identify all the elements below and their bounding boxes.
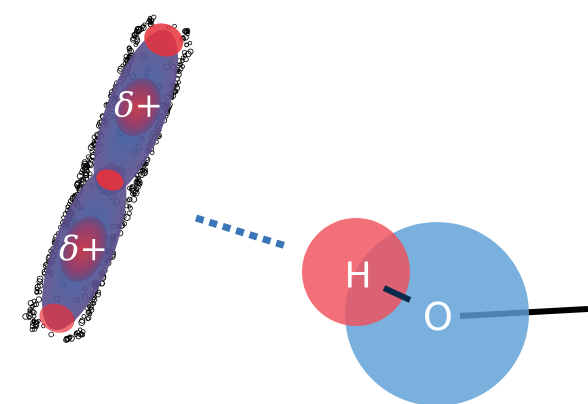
- mesh-ring: [132, 189, 138, 195]
- mesh-ring: [185, 31, 190, 37]
- mesh-ring: [79, 181, 85, 187]
- mesh-ring: [184, 42, 189, 48]
- upper-red-lobe-top: [144, 23, 184, 57]
- mesh-ring: [85, 316, 91, 322]
- donor-molecule: δ+ δ+: [22, 14, 194, 343]
- mesh-ring: [133, 31, 140, 37]
- mesh-ring: [29, 326, 35, 333]
- mesh-ring: [82, 166, 90, 174]
- mesh-ring: [29, 308, 36, 315]
- mesh-ring: [187, 41, 193, 46]
- mesh-ring: [151, 14, 157, 20]
- mesh-ring: [96, 289, 102, 295]
- mesh-ring: [26, 315, 32, 321]
- upper-partial-charge-symbol: δ+: [114, 85, 163, 125]
- mesh-ring: [74, 181, 81, 189]
- mesh-ring: [78, 319, 86, 326]
- mesh-ring: [139, 24, 147, 32]
- mesh-ring: [134, 28, 139, 33]
- lower-red-lobe-bottom: [39, 303, 75, 333]
- mesh-ring: [35, 296, 43, 303]
- mesh-ring: [134, 37, 141, 44]
- mesh-ring: [142, 22, 147, 27]
- mesh-ring: [136, 181, 143, 187]
- mesh-ring: [148, 19, 153, 25]
- hydrogen-label: H: [344, 256, 371, 297]
- mesh-ring: [82, 164, 89, 171]
- mesh-ring: [82, 175, 90, 182]
- mesh-ring: [130, 191, 135, 196]
- mesh-ring: [81, 314, 87, 319]
- mesh-ring: [31, 313, 37, 319]
- mesh-ring: [177, 62, 182, 67]
- mesh-ring: [67, 201, 72, 207]
- hydrogen-bond-dashed-line: [194, 214, 288, 250]
- mesh-ring: [132, 192, 137, 197]
- mesh-ring: [134, 26, 140, 31]
- mesh-ring: [86, 160, 93, 168]
- mesh-ring: [33, 323, 38, 329]
- mesh-ring: [95, 291, 101, 298]
- upper-red-lobe-center: [114, 78, 162, 137]
- mesh-ring: [185, 50, 192, 58]
- mesh-ring: [27, 307, 33, 313]
- mesh-ring: [135, 179, 140, 185]
- lower-partial-charge-symbol: δ+: [59, 229, 108, 269]
- mesh-ring: [130, 36, 136, 43]
- hydrogen-atom: [302, 218, 410, 326]
- mesh-ring: [127, 204, 132, 209]
- mesh-ring: [29, 323, 36, 330]
- mesh-ring: [48, 331, 55, 338]
- oxygen-hydrogen-bond: [382, 285, 412, 303]
- mesh-ring: [67, 334, 73, 340]
- mesh-ring: [134, 186, 140, 192]
- mesh-ring: [87, 171, 93, 177]
- oxygen-label: O: [423, 295, 453, 339]
- mesh-ring: [123, 214, 131, 221]
- mesh-ring: [178, 66, 184, 72]
- mesh-ring: [76, 173, 84, 180]
- lower-red-lobe-center: [59, 216, 108, 282]
- mesh-ring: [126, 210, 132, 217]
- mesh-ring: [182, 56, 189, 63]
- mesh-ring: [77, 327, 83, 332]
- mesh-ring: [86, 309, 91, 315]
- mesh-ring: [127, 196, 133, 203]
- mesh-ring: [78, 170, 84, 175]
- mesh-ring: [73, 330, 79, 336]
- middle-red-lobe: [96, 169, 124, 191]
- mesh-ring: [174, 83, 179, 88]
- mesh-ring: [127, 185, 133, 191]
- mesh-ring: [91, 296, 98, 303]
- mesh-ring: [140, 24, 146, 29]
- mesh-ring: [141, 168, 146, 173]
- mesh-ring: [127, 48, 133, 53]
- mesh-ring: [22, 313, 29, 320]
- mesh-ring: [125, 198, 131, 203]
- mesh-ring: [180, 55, 186, 61]
- mesh-ring: [65, 337, 71, 343]
- mesh-ring: [88, 306, 93, 311]
- mesh-ring: [86, 304, 92, 309]
- mesh-ring: [36, 278, 43, 285]
- mesh-ring: [81, 165, 88, 171]
- mesh-ring: [30, 303, 35, 309]
- mesh-ring: [130, 196, 138, 203]
- mesh-ring: [36, 275, 44, 283]
- mesh-ring: [31, 318, 36, 323]
- mesh-ring: [34, 289, 40, 295]
- mesh-ring: [126, 46, 132, 52]
- mesh-ring: [133, 179, 141, 186]
- mesh-ring: [78, 331, 85, 337]
- mesh-ring: [37, 289, 43, 295]
